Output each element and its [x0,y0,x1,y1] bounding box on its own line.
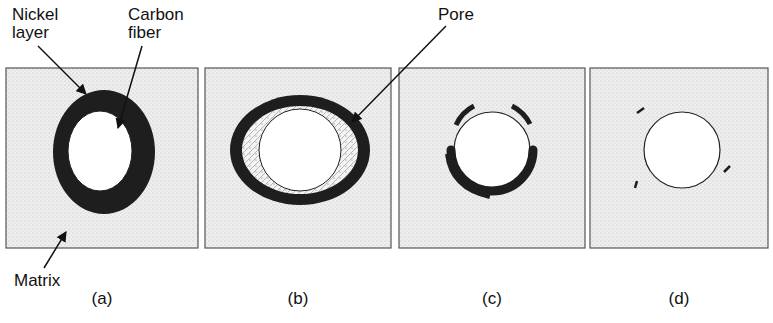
carbon-fiber [644,112,720,188]
matrix-panel [590,68,768,248]
nickel-layer [230,95,370,205]
part-label: Carbon fiber [128,6,190,42]
leader-arrow [38,46,86,94]
leader-arrow [352,26,446,122]
panel-label: (d) [669,290,690,308]
part-label: Nickel layer [12,6,74,42]
nickel-fragment [456,106,474,125]
carbon-fiber [68,111,132,191]
carbon-fiber [259,109,341,191]
nickel-layer [53,90,155,214]
nickel-fragment [724,166,730,172]
leader-arrow [44,232,66,268]
nickel-fragment [512,106,530,124]
matrix-panel [399,68,585,248]
part-label: Pore [438,6,474,24]
leader-arrow [118,46,142,128]
nickel-fragment [637,108,644,113]
panel-label: (a) [92,290,113,308]
panel-label: (b) [288,290,309,308]
matrix-panel [205,68,391,248]
matrix-panel [6,68,198,248]
panel-label: (c) [482,290,502,308]
pore [242,106,358,194]
part-label: Matrix [14,272,60,290]
nickel-fragment [635,181,637,188]
nickel-fragment [448,154,490,196]
